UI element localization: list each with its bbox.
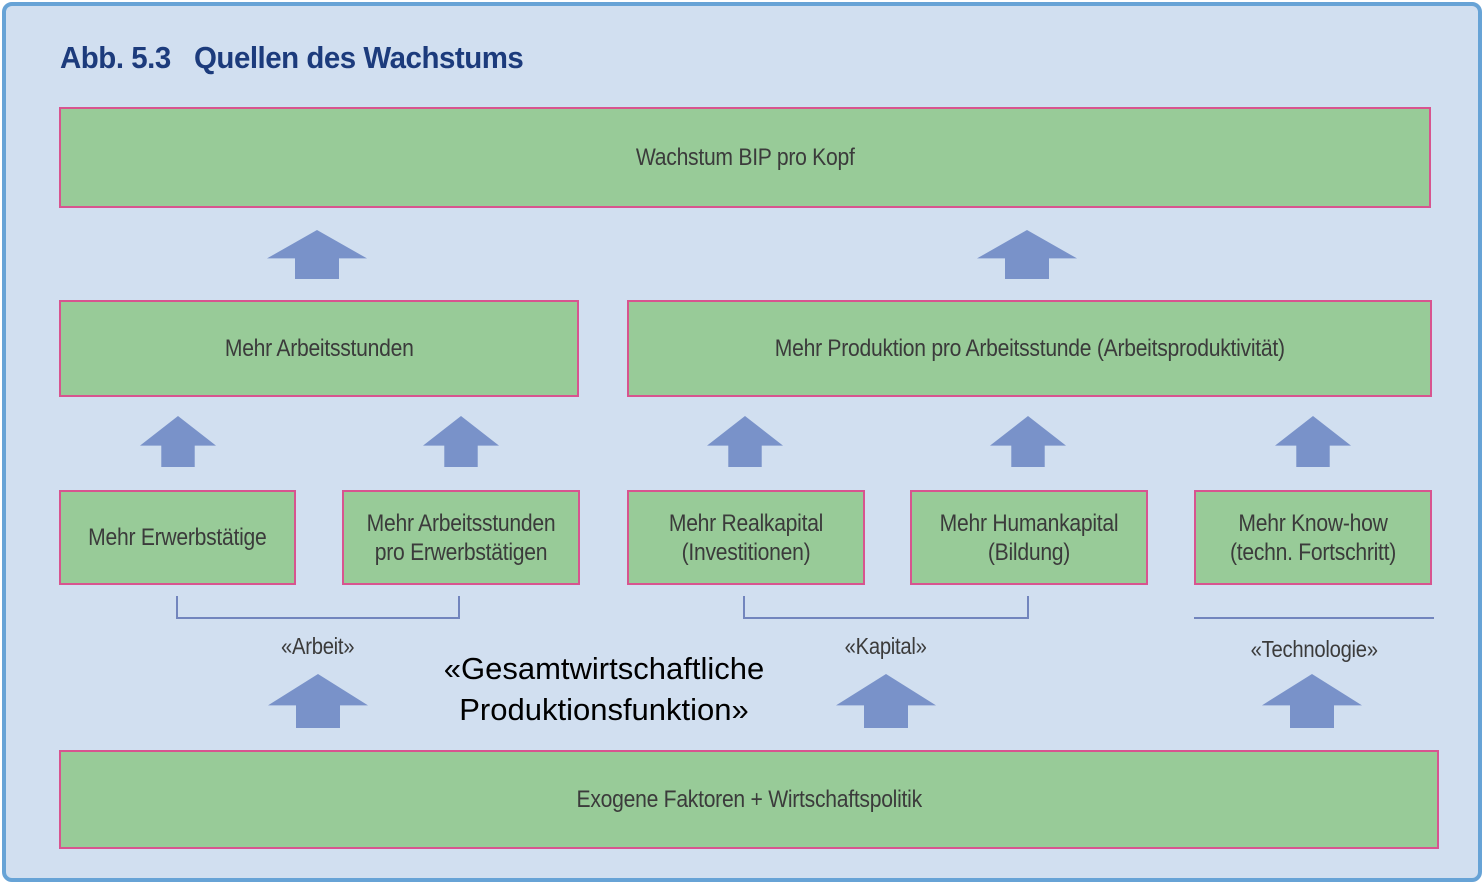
box-arbeitsproduktivitaet: Mehr Produktion pro Arbeitsstunde (Arbei… [627,300,1432,397]
label-text: «Technologie» [1250,636,1378,662]
label-technologie: «Technologie» [1194,636,1434,663]
figure-number: Abb. 5.3 [60,40,171,75]
box-label: Mehr Arbeitsstunden [224,335,414,362]
box-label: Mehr Humankapital (Bildung) [939,509,1119,566]
box-realkapital: Mehr Realkapital (Investitionen) [627,490,865,585]
box-label: Mehr Know-how (techn. Fortschritt) [1229,509,1397,566]
box-humankapital: Mehr Humankapital (Bildung) [910,490,1148,585]
up-arrow-icon [836,674,936,728]
box-label: Exogene Faktoren + Wirtschaftspolitik [576,786,922,813]
up-arrow-icon [977,230,1077,279]
box-label: Mehr Erwerbstätige [88,524,267,551]
box-wachstum-bip: Wachstum BIP pro Kopf [59,107,1431,208]
up-arrow-icon [990,416,1066,467]
annotation-line: «Gesamtwirtschaftliche [443,651,765,686]
box-mehr-arbeitsstunden: Mehr Arbeitsstunden [59,300,579,397]
box-mehr-erwerbstaetige: Mehr Erwerbstätige [59,490,296,585]
annotation-produktionsfunktion: «Gesamtwirtschaftliche Produktionsfunkti… [404,648,804,730]
kapital-bracket [743,596,1029,619]
up-arrow-icon [267,230,367,279]
figure-title-text: Quellen des Wachstums [193,40,524,75]
box-label: Mehr Arbeitsstunden pro Erwerbstätigen [366,509,556,566]
box-knowhow: Mehr Know-how (techn. Fortschritt) [1194,490,1432,585]
arbeit-bracket [176,596,460,619]
up-arrow-icon [1262,674,1362,728]
label-text: «Kapital» [844,633,928,659]
label-arbeit: «Arbeit» [176,633,460,660]
up-arrow-icon [707,416,783,467]
box-arbeitsstunden-pro-erwerbstaetigen: Mehr Arbeitsstunden pro Erwerbstätigen [342,490,580,585]
up-arrow-icon [1275,416,1351,467]
up-arrow-icon [140,416,216,467]
annotation-line: Produktionsfunktion» [459,692,749,727]
label-text: «Arbeit» [281,633,355,659]
box-label: Mehr Produktion pro Arbeitsstunde (Arbei… [774,335,1285,362]
technologie-line [1194,596,1434,619]
up-arrow-icon [268,674,368,728]
box-label: Mehr Realkapital (Investitionen) [668,509,824,566]
box-exogene-faktoren: Exogene Faktoren + Wirtschaftspolitik [59,750,1439,849]
box-label: Wachstum BIP pro Kopf [635,144,855,171]
up-arrow-icon [423,416,499,467]
figure-title: Abb. 5.3 Quellen des Wachstums [60,40,540,76]
label-kapital: «Kapital» [743,633,1029,660]
